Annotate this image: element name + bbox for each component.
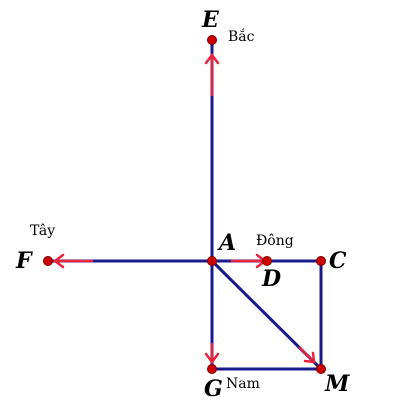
arrow-AD: [230, 253, 268, 269]
point-D: [262, 256, 272, 266]
point-E: [207, 35, 217, 45]
label-E: E: [201, 7, 220, 33]
point-C: [316, 256, 326, 266]
direction-east: Đông: [256, 233, 294, 249]
point-labels: E F A D C G M: [15, 7, 350, 402]
label-A: A: [217, 230, 236, 256]
segments: [46, 38, 323, 371]
label-C: C: [329, 248, 347, 274]
arrow-AM: [298, 346, 316, 364]
arrow-AE: [204, 52, 220, 97]
label-D: D: [261, 266, 281, 292]
point-A: [207, 256, 217, 266]
point-M: [316, 364, 326, 374]
point-F: [43, 256, 53, 266]
label-G: G: [204, 376, 223, 402]
arrow-AG: [204, 342, 220, 365]
direction-labels: Bắc Đông Tây Nam: [30, 27, 294, 392]
points: [43, 35, 326, 374]
direction-south: Nam: [226, 376, 260, 392]
vector-arrows: [52, 52, 316, 365]
label-M: M: [324, 371, 350, 397]
label-F: F: [15, 248, 33, 274]
arrow-AF: [52, 253, 94, 269]
point-G: [207, 364, 217, 374]
direction-north: Bắc: [228, 27, 255, 45]
direction-west: Tây: [30, 223, 55, 239]
